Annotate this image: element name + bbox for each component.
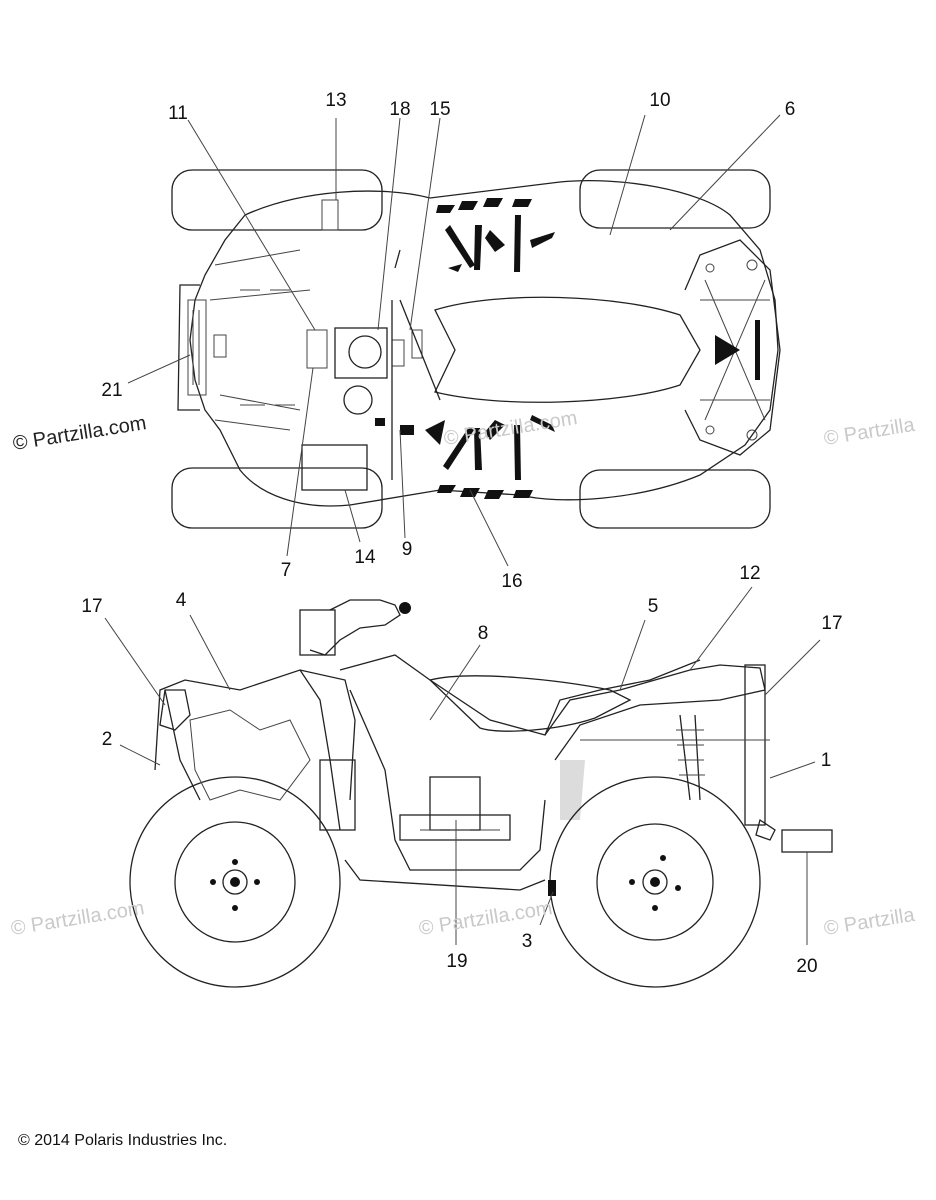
callout-labels: 13 18 15 11 10 6 21 7 14 9 16 17 4 8 5 1… bbox=[81, 90, 842, 977]
watermark-right-bottom: © Partzilla bbox=[822, 904, 917, 940]
callout-13: 13 bbox=[325, 90, 346, 111]
leader-lines bbox=[104, 114, 821, 945]
callout-8: 8 bbox=[478, 623, 489, 644]
callout-1: 1 bbox=[821, 750, 832, 771]
stripe-decal-lower bbox=[425, 415, 555, 499]
watermark-right-top: © Partzilla bbox=[822, 414, 917, 450]
callout-21: 21 bbox=[101, 380, 122, 401]
stripe-decal-upper bbox=[436, 198, 555, 272]
watermark-center-bottom: © Partzilla.com bbox=[417, 897, 554, 940]
callout-17-rear: 17 bbox=[821, 613, 842, 634]
rear-rack bbox=[684, 239, 781, 456]
callout-14: 14 bbox=[354, 547, 376, 568]
callout-12: 12 bbox=[739, 563, 760, 584]
watermark-center-top: © Partzilla.com bbox=[442, 407, 579, 450]
callout-4: 4 bbox=[176, 590, 187, 611]
callout-19: 19 bbox=[446, 951, 467, 972]
atv-side-view bbox=[129, 599, 833, 988]
callout-5: 5 bbox=[648, 596, 659, 617]
callout-3: 3 bbox=[522, 931, 533, 952]
watermarks: © Partzilla.com © Partzilla © Partzilla.… bbox=[9, 407, 917, 940]
callout-17-front: 17 bbox=[81, 596, 102, 617]
callout-11: 11 bbox=[168, 103, 188, 124]
callout-9: 9 bbox=[402, 539, 413, 560]
callout-6: 6 bbox=[785, 99, 796, 120]
callout-18: 18 bbox=[389, 99, 410, 120]
callout-2: 2 bbox=[102, 729, 113, 750]
callout-15: 15 bbox=[429, 99, 450, 120]
callout-20: 20 bbox=[796, 956, 817, 977]
copyright-footer: © 2014 Polaris Industries Inc. bbox=[18, 1132, 228, 1149]
watermark-left-bottom: © Partzilla.com bbox=[9, 897, 146, 940]
atv-top-view bbox=[171, 169, 781, 529]
watermark-main: © Partzilla.com bbox=[11, 412, 148, 455]
callout-10: 10 bbox=[649, 90, 670, 111]
callout-16: 16 bbox=[501, 571, 522, 592]
callout-7: 7 bbox=[281, 560, 292, 581]
